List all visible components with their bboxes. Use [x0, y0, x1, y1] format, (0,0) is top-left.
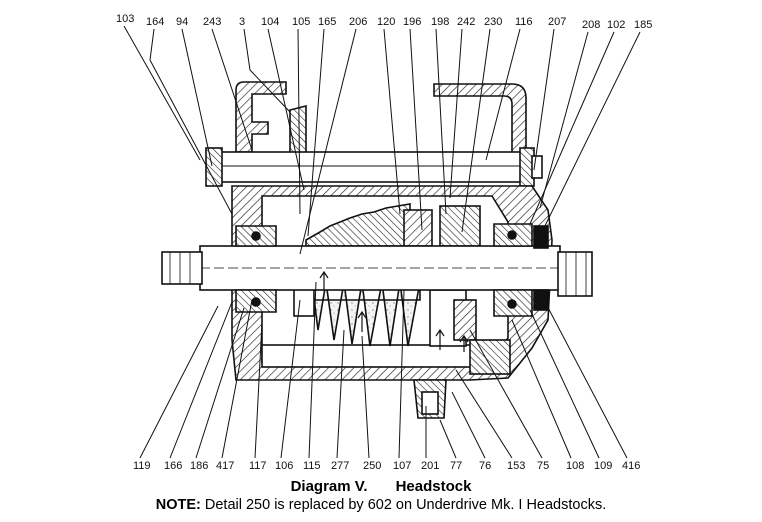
callout-label: 201 — [421, 460, 439, 472]
callout-label: 3 — [239, 16, 245, 28]
callout-label: 196 — [403, 16, 421, 28]
seal-185 — [533, 225, 549, 249]
callout-label: 120 — [377, 16, 395, 28]
pulley-hub — [293, 287, 315, 317]
diagram-subtitle: Headstock — [395, 478, 472, 495]
callout-label: 166 — [164, 460, 182, 472]
callout-label: 116 — [515, 16, 533, 28]
callout-label: 77 — [450, 460, 462, 472]
callouts-bottom: 119 166 186 417 117 106 115 277 250 107 … — [133, 460, 640, 472]
spindle-nose-right — [557, 251, 593, 297]
callout-label: 117 — [249, 460, 267, 472]
callout-label: 416 — [622, 460, 640, 472]
callout-label: 243 — [203, 16, 221, 28]
callout-label: 153 — [507, 460, 525, 472]
callout-label: 105 — [292, 16, 310, 28]
callout-label: 198 — [431, 16, 449, 28]
callout-label: 102 — [607, 19, 625, 31]
callout-label: 94 — [176, 16, 188, 28]
callout-label: 250 — [363, 460, 381, 472]
left-bracket — [235, 81, 287, 153]
bearing-right — [493, 223, 533, 317]
leader-lines-top — [123, 25, 641, 255]
note-text: Detail 250 is replaced by 602 on Underdr… — [204, 497, 607, 513]
callout-label: 103 — [116, 13, 134, 25]
gear-block-75 — [469, 339, 511, 375]
callout-label: 277 — [331, 460, 349, 472]
spindle-nose-left — [161, 251, 203, 285]
callout-label: 242 — [457, 16, 475, 28]
callout-label: 76 — [479, 460, 491, 472]
bearing-left — [235, 225, 277, 313]
leader-lines-bottom — [139, 281, 628, 459]
collar-207 — [531, 155, 543, 179]
callout-label: 119 — [133, 460, 151, 472]
diagram-caption-title: Diagram V. Headstock — [0, 478, 762, 495]
callout-label: 106 — [275, 460, 293, 472]
callout-label: 109 — [594, 460, 612, 472]
right-bracket — [433, 83, 527, 157]
callout-label: 208 — [582, 19, 600, 31]
upper-post — [289, 104, 307, 155]
callouts-top: 103 164 94 243 3 104 105 165 206 120 196… — [116, 13, 652, 31]
headstock-drawing — [161, 81, 593, 419]
callout-label: 417 — [216, 460, 234, 472]
main-spindle — [199, 245, 561, 291]
countershaft — [211, 151, 533, 183]
callout-label: 104 — [261, 16, 279, 28]
callout-label: 107 — [393, 460, 411, 472]
headstock-diagram: 103 164 94 243 3 104 105 165 206 120 196… — [116, 13, 652, 472]
callout-label: 207 — [548, 16, 566, 28]
callout-label: 75 — [537, 460, 549, 472]
seal-416 — [533, 289, 549, 311]
callout-label: 185 — [634, 19, 652, 31]
callout-label: 186 — [190, 460, 208, 472]
callout-label: 230 — [484, 16, 502, 28]
callout-label: 206 — [349, 16, 367, 28]
gear-196 — [403, 209, 433, 247]
callout-label: 115 — [303, 460, 321, 472]
callout-label: 164 — [146, 16, 164, 28]
lower-skirt — [261, 344, 489, 368]
note-label: NOTE: — [155, 497, 201, 513]
diagram-note: NOTE: Detail 250 is replaced by 602 on U… — [0, 497, 762, 513]
callout-label: 108 — [566, 460, 584, 472]
diagram-title: Diagram V. — [290, 478, 368, 495]
callout-label: 165 — [318, 16, 336, 28]
